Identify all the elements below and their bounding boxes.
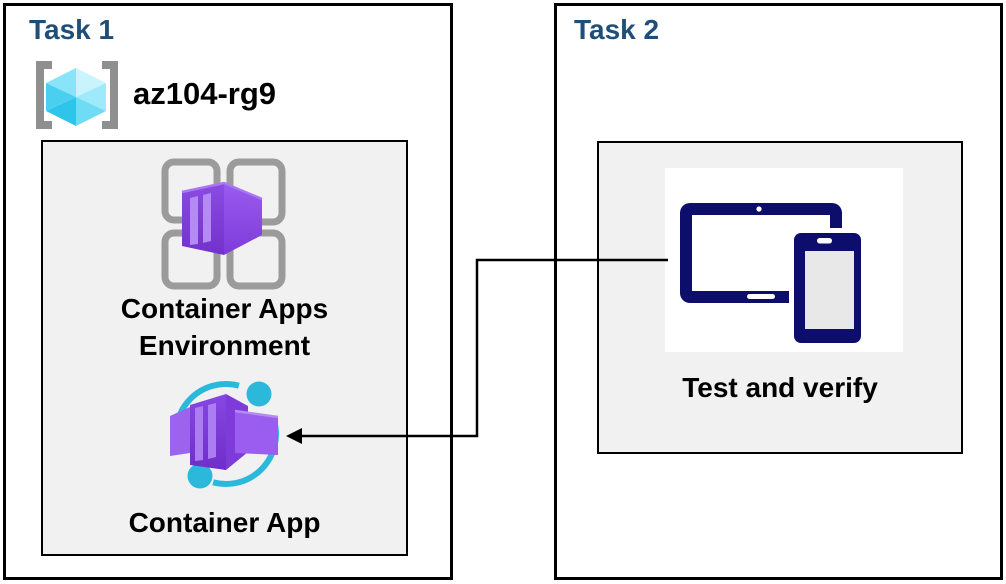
azure-resource-group-icon xyxy=(36,61,118,129)
environment-label-line1: Container Apps xyxy=(120,293,329,324)
tablet-and-phone-icon xyxy=(665,168,903,352)
test-and-verify-box: Test and verify xyxy=(597,141,963,454)
container-apps-environment-box: Container Apps Environment xyxy=(41,140,408,556)
resource-group-name: az104-rg9 xyxy=(133,76,277,111)
container-app-label: Container App xyxy=(128,507,321,538)
environment-label: Container Apps Environment xyxy=(43,290,406,364)
task1-panel: Task 1 az104-rg9 xyxy=(3,3,453,580)
task2-title: Task 2 xyxy=(574,14,660,45)
task1-title: Task 1 xyxy=(29,14,115,45)
environment-label-line2: Environment xyxy=(138,330,311,361)
container-apps-environment-icon xyxy=(161,158,286,290)
test-and-verify-label: Test and verify xyxy=(682,372,878,403)
container-app-icon xyxy=(170,381,279,489)
task2-panel: Task 2 Test and verify xyxy=(554,3,1003,580)
